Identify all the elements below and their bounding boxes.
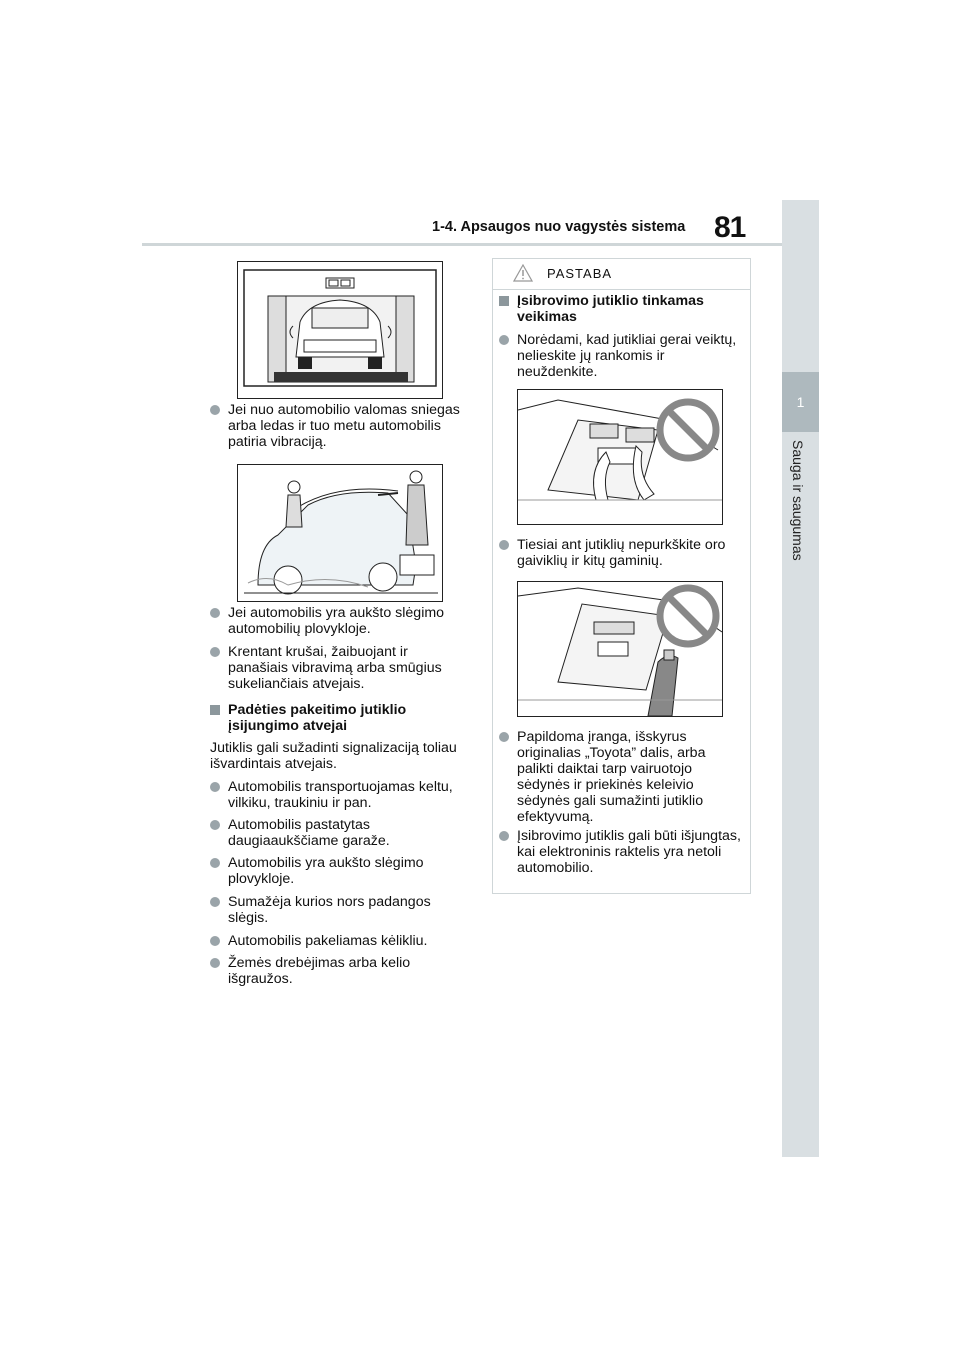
section-heading: Padėties pakeitimo jutiklio įsijungimo a… <box>210 702 468 734</box>
list-item: Įsibrovimo jutiklis gali būti išjungtas,… <box>499 828 743 876</box>
bullet-icon <box>499 732 509 742</box>
list-item: Tiesiai ant jutiklių nepurkškite oro gai… <box>499 537 743 569</box>
list-item: Automobilis pakeliamas kėlikliu. <box>210 933 468 949</box>
note-content: Įsibrovimo jutiklio tinkamas veikimas No… <box>499 293 743 889</box>
square-marker-icon <box>210 705 220 715</box>
note-heading: Įsibrovimo jutiklio tinkamas veikimas <box>499 293 743 325</box>
sensor-touch-illustration <box>517 389 723 525</box>
list-item: Jei nuo automobilio valomas sniegas arba… <box>210 402 468 450</box>
square-marker-icon <box>499 296 509 306</box>
bullet-icon <box>499 540 509 550</box>
bullet-icon <box>210 782 220 792</box>
list-item: Automobilis transportuojamas keltu, vilk… <box>210 779 468 811</box>
list-item: Sumažėja kurios nors padangos slėgis. <box>210 894 468 926</box>
warning-triangle-icon <box>513 264 533 282</box>
bullet-icon <box>210 958 220 968</box>
note-header: PASTABA <box>493 259 750 290</box>
list-item: Jei automobilis yra aukšto slėgimo autom… <box>210 605 468 637</box>
note-box: PASTABA Įsibrovimo jutiklio tinkamas vei… <box>492 258 751 894</box>
header-divider <box>142 243 782 246</box>
note-label: PASTABA <box>547 266 613 281</box>
bullet-icon <box>210 820 220 830</box>
bullet-icon <box>499 831 509 841</box>
chapter-side-tab <box>782 200 819 1157</box>
section-title: 1-4. Apsaugos nuo vagystės sistema <box>432 219 686 235</box>
snow-removal-illustration <box>237 464 443 602</box>
list-item: Krentant krušai, žaibuojant ir panašiais… <box>210 644 468 692</box>
bullet-icon <box>210 405 220 415</box>
intro-paragraph: Jutiklis gali sužadinti signalizaciją to… <box>210 740 457 772</box>
bullet-icon <box>210 647 220 657</box>
list-item: Norėdami, kad jutikliai gerai veiktų, ne… <box>499 332 743 380</box>
list-item: Papildoma įranga, išskyrus originalias „… <box>499 729 743 825</box>
bullet-icon <box>210 608 220 618</box>
list-item: Automobilis pastatytas daugiaaukščiame g… <box>210 817 468 849</box>
list-item: Žemės drebėjimas arba kelio išgraužos. <box>210 955 468 987</box>
chapter-number: 1 <box>782 372 819 432</box>
page-number: 81 <box>714 211 746 244</box>
bullet-icon <box>210 936 220 946</box>
chapter-title: Sauga ir saugumas <box>790 440 806 561</box>
bullet-icon <box>210 897 220 907</box>
car-wash-illustration <box>237 261 443 399</box>
sensor-spray-illustration <box>517 581 723 717</box>
left-column: Jei nuo automobilio valomas sniegas arba… <box>210 402 468 1002</box>
bullet-icon <box>210 858 220 868</box>
bullet-icon <box>499 335 509 345</box>
list-item: Automobilis yra aukšto slėgimo plovykloj… <box>210 855 468 887</box>
